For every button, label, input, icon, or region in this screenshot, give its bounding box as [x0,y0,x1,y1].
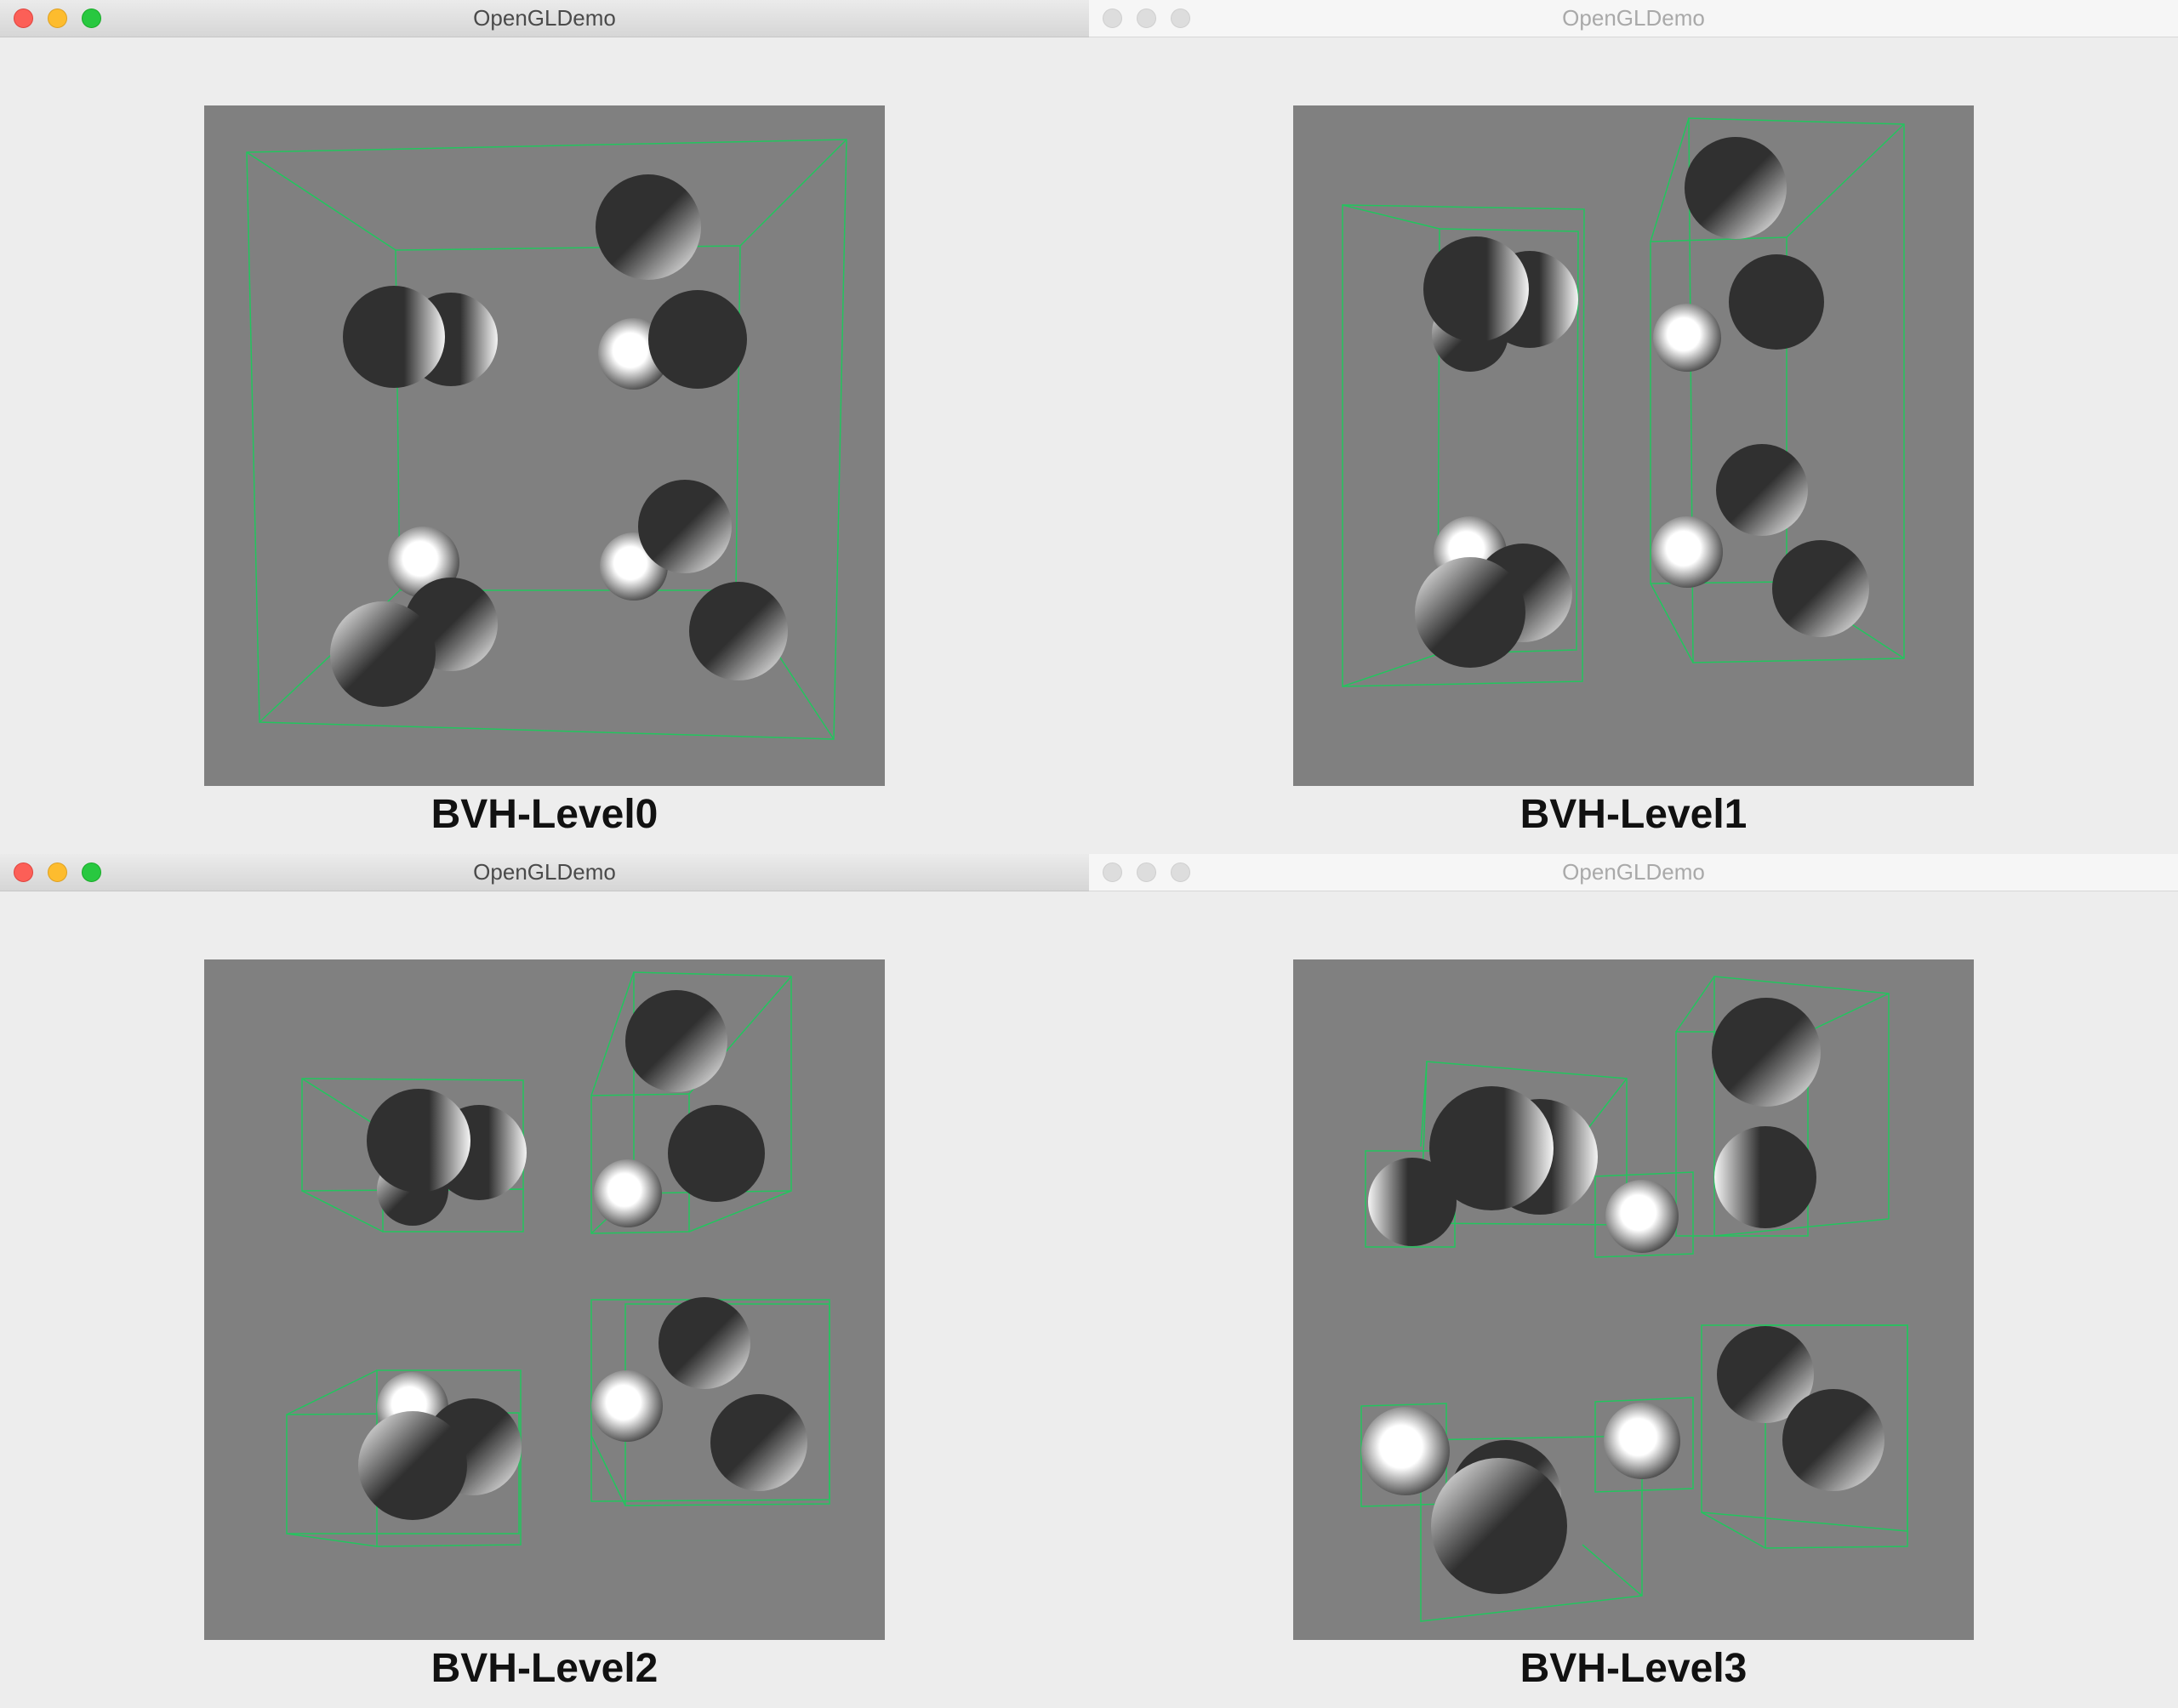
opengl-viewport[interactable] [204,959,885,1640]
zoom-button-icon[interactable] [1171,9,1190,28]
zoom-button-icon[interactable] [1171,863,1190,882]
window-title: OpenGLDemo [473,5,616,31]
zoom-button-icon[interactable] [82,863,101,882]
zoom-button-icon[interactable] [82,9,101,28]
window-level0: OpenGLDemo [0,0,1089,854]
title-bar[interactable]: OpenGLDemo [0,854,1089,891]
scene-render [286,971,830,1547]
level-caption: BVH-Level3 [1519,1646,1748,1691]
close-button-icon[interactable] [1103,863,1122,882]
minimize-button-icon[interactable] [1137,9,1156,28]
opengl-viewport[interactable] [1293,959,1974,1640]
spheres [1415,137,1869,668]
level-caption: BVH-Level2 [430,1646,659,1691]
bounding-boxes [1360,976,1908,1622]
close-button-icon[interactable] [14,863,33,882]
bounding-boxes [286,971,830,1547]
spheres [358,990,807,1520]
minimize-button-icon[interactable] [48,863,67,882]
close-button-icon[interactable] [1103,9,1122,28]
window-level3: OpenGLDemo [1089,854,2178,1708]
window-level1: OpenGLDemo [1089,0,2178,854]
close-button-icon[interactable] [14,9,33,28]
bounding-box-left [1342,204,1585,687]
scene-render [246,139,847,740]
window-title: OpenGLDemo [1562,5,1705,31]
minimize-button-icon[interactable] [48,9,67,28]
level-caption: BVH-Level0 [430,792,659,837]
scene-render [1342,117,1905,687]
minimize-button-icon[interactable] [1137,863,1156,882]
scene-render [1360,976,1908,1622]
title-bar[interactable]: OpenGLDemo [0,0,1089,37]
spheres [1361,998,1884,1594]
level-caption: BVH-Level1 [1519,792,1748,837]
opengl-viewport[interactable] [204,105,885,786]
spheres [330,174,788,707]
window-title: OpenGLDemo [1562,859,1705,885]
title-bar[interactable]: OpenGLDemo [1089,854,2178,891]
window-level2: OpenGLDemo [0,854,1089,1708]
title-bar[interactable]: OpenGLDemo [1089,0,2178,37]
window-title: OpenGLDemo [473,859,616,885]
opengl-viewport[interactable] [1293,105,1974,786]
